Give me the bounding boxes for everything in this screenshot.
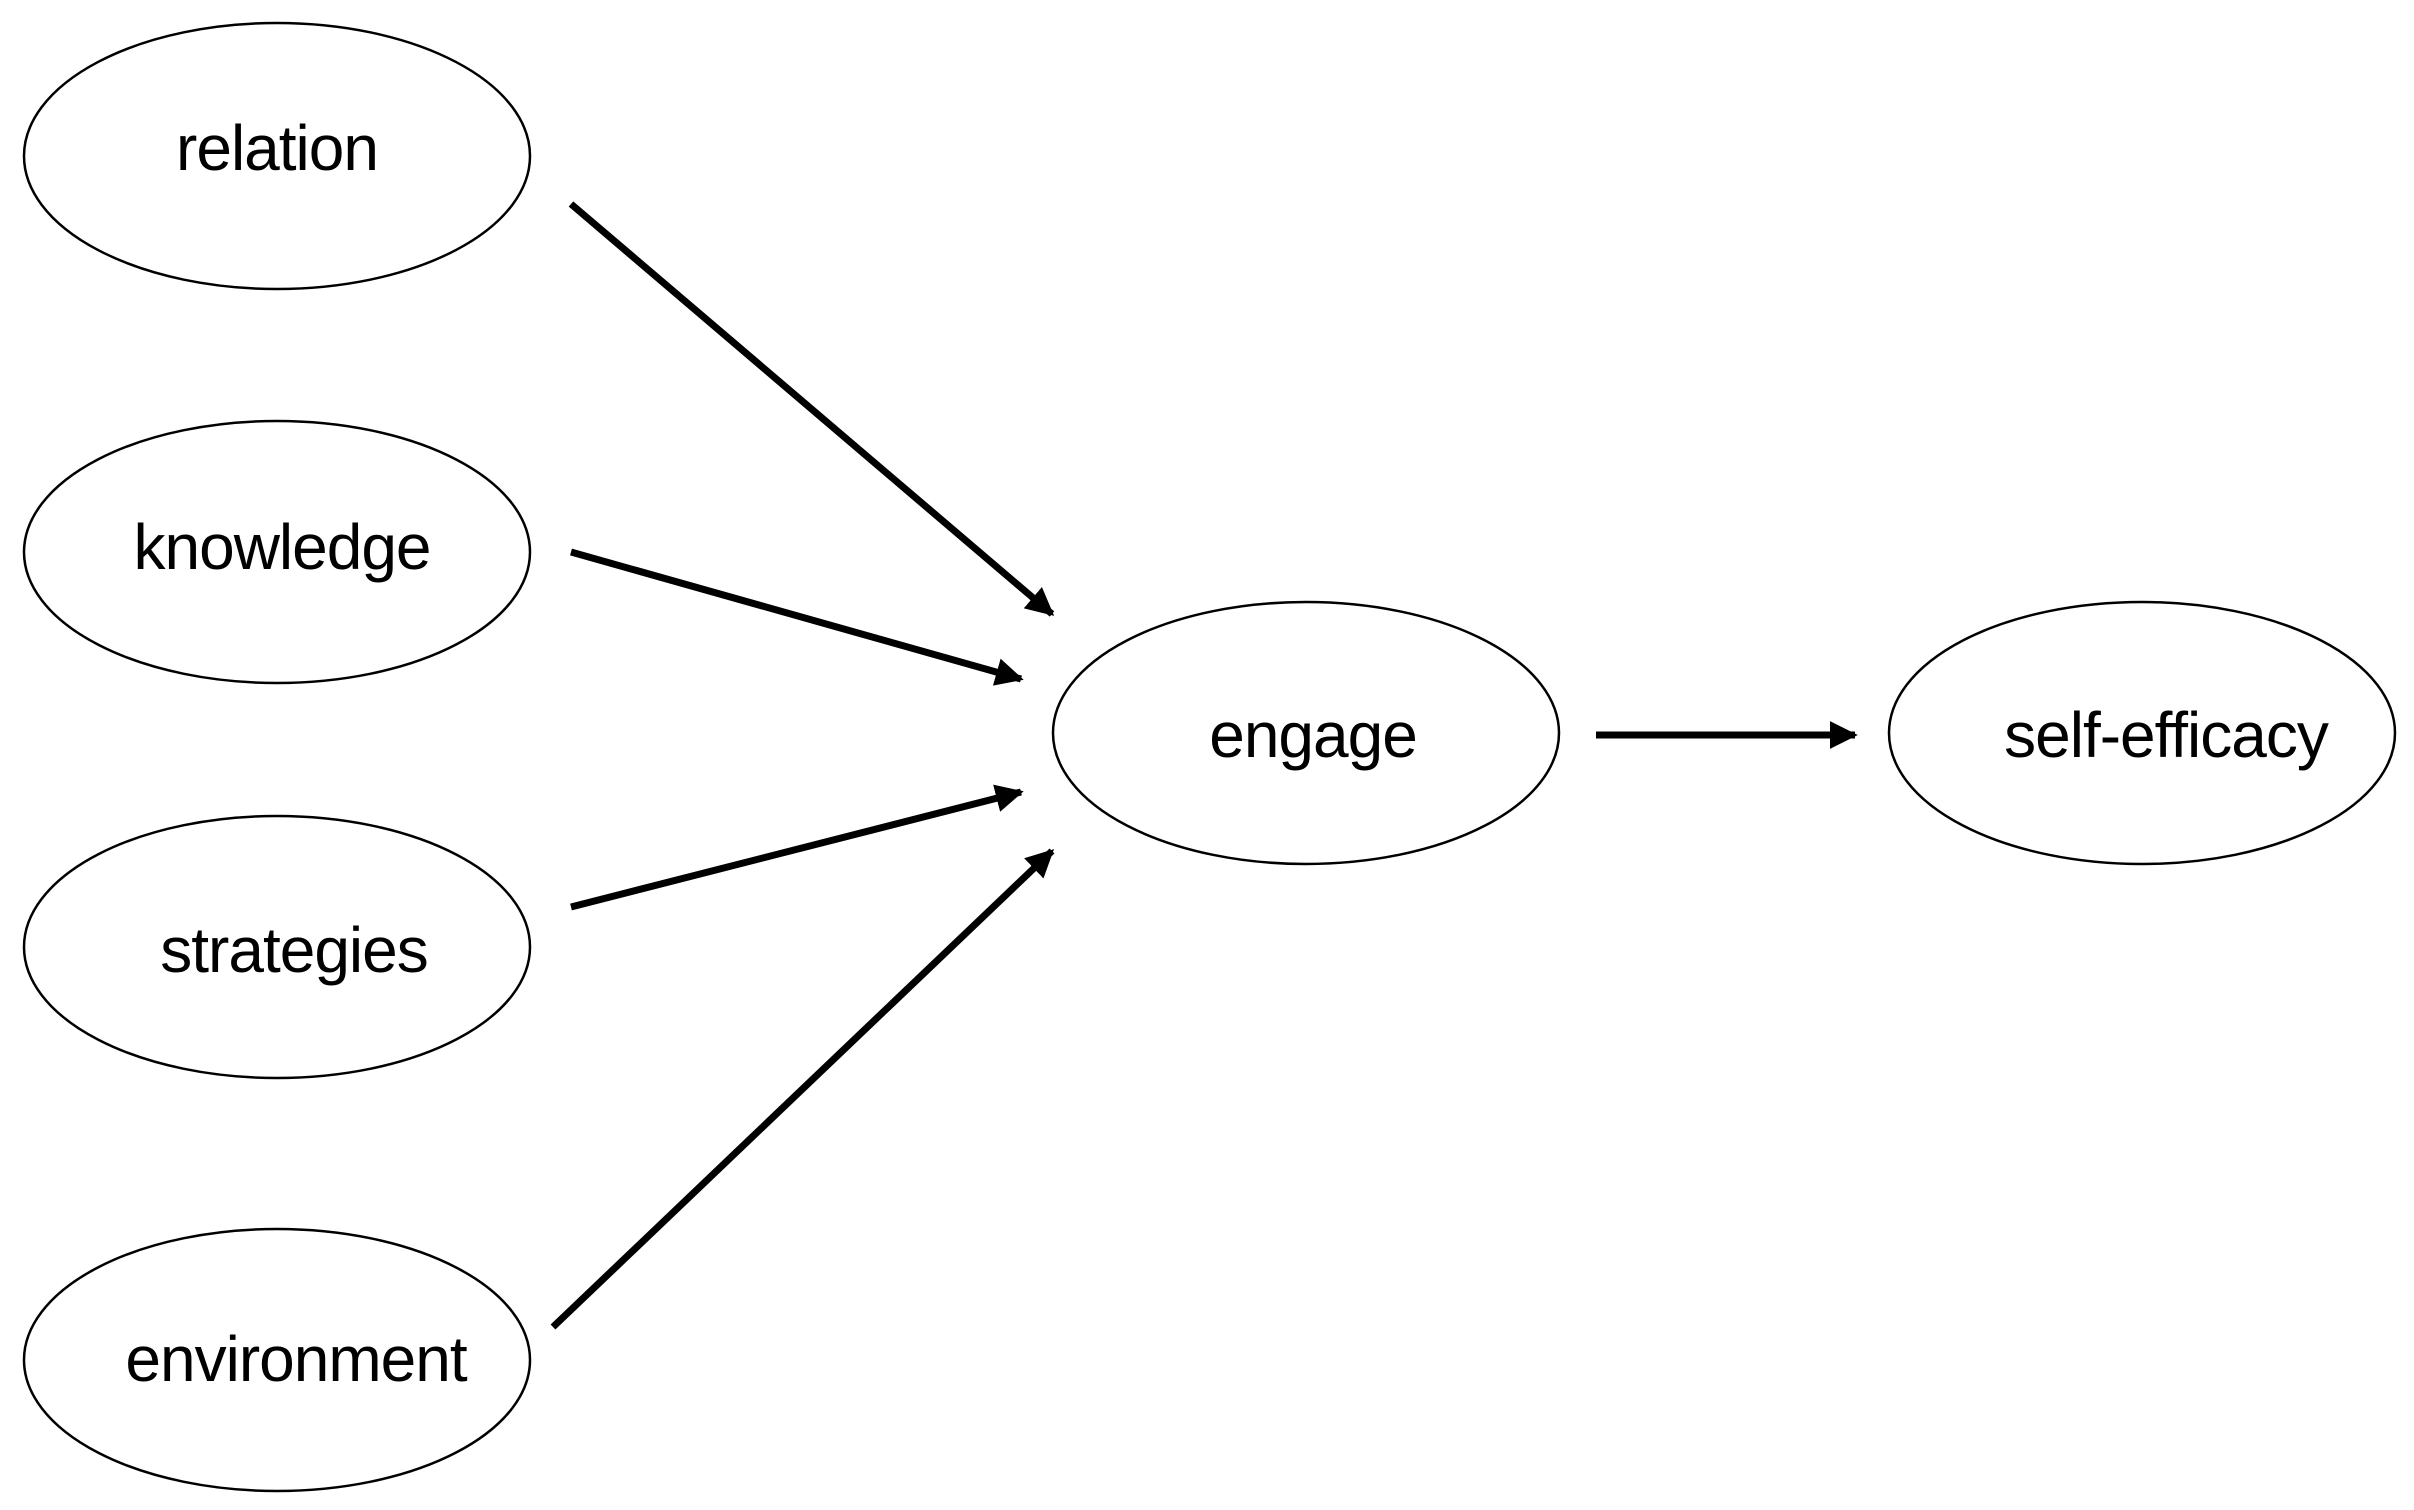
node-knowledge: knowledge (22, 419, 532, 685)
arrow-relation-to-engage (568, 201, 1055, 617)
node-relation-ellipse (22, 21, 532, 291)
node-relation-label: relation (176, 112, 378, 184)
node-engage: engage (1051, 600, 1561, 866)
arrow-strategies-to-engage (570, 784, 1024, 911)
arrow-knowledge-to-engage (570, 548, 1024, 686)
node-knowledge-label: knowledge (134, 511, 431, 583)
node-strategies-label: strategies (160, 914, 427, 986)
arrow-environment-to-engage (550, 848, 1055, 1330)
node-knowledge-ellipse (22, 419, 532, 685)
node-self-efficacy-ellipse (1887, 600, 2397, 866)
edges (550, 201, 1858, 1330)
node-relation: relation (22, 21, 532, 291)
node-environment-label: environment (125, 1323, 467, 1395)
node-self-efficacy-label: self-efficacy (2004, 699, 2329, 771)
node-engage-ellipse (1051, 600, 1561, 866)
node-environment: environment (22, 1227, 532, 1493)
node-strategies: strategies (22, 814, 532, 1080)
node-engage-label: engage (1209, 699, 1417, 771)
node-self-efficacy: self-efficacy (1887, 600, 2397, 866)
node-environment-ellipse (22, 1227, 532, 1493)
node-strategies-ellipse (22, 814, 532, 1080)
